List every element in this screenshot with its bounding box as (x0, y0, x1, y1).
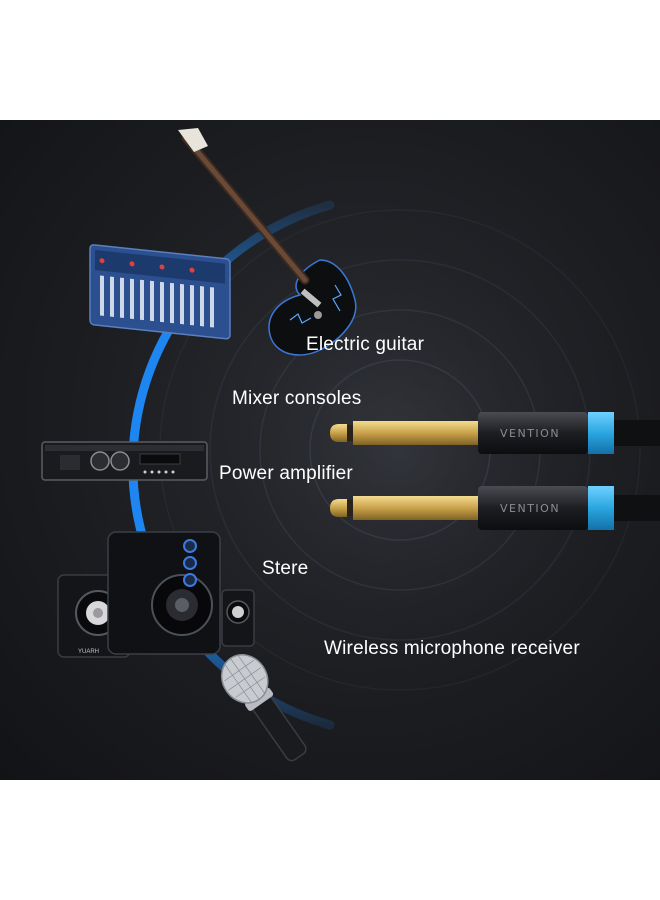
audio-mixer-image (89, 244, 231, 340)
top-plug-brand: VENTION (500, 427, 560, 440)
label-mixer-consoles: Mixer consoles (232, 388, 362, 409)
stereo-speakers-image: YUARH (57, 531, 255, 658)
label-power-amplifier: Power amplifier (219, 463, 353, 484)
bottom-plug-brand: VENTION (500, 502, 560, 515)
bottom-plug: VENTION (330, 486, 660, 530)
top-plug: VENTION (330, 412, 660, 454)
product-image-panel: YUARH (0, 120, 660, 780)
label-electric-guitar: Electric guitar (306, 334, 425, 355)
microphone-image (220, 654, 307, 762)
label-wireless-microphone-receiver: Wireless microphone receiver (324, 638, 580, 659)
power-amplifier-image (41, 441, 208, 481)
audio-plug-image: VENTION VENTION (330, 412, 660, 530)
label-stereo: Stere (262, 558, 309, 579)
speaker-brand-label: YUARH (78, 649, 99, 655)
electric-guitar-image (178, 128, 357, 356)
